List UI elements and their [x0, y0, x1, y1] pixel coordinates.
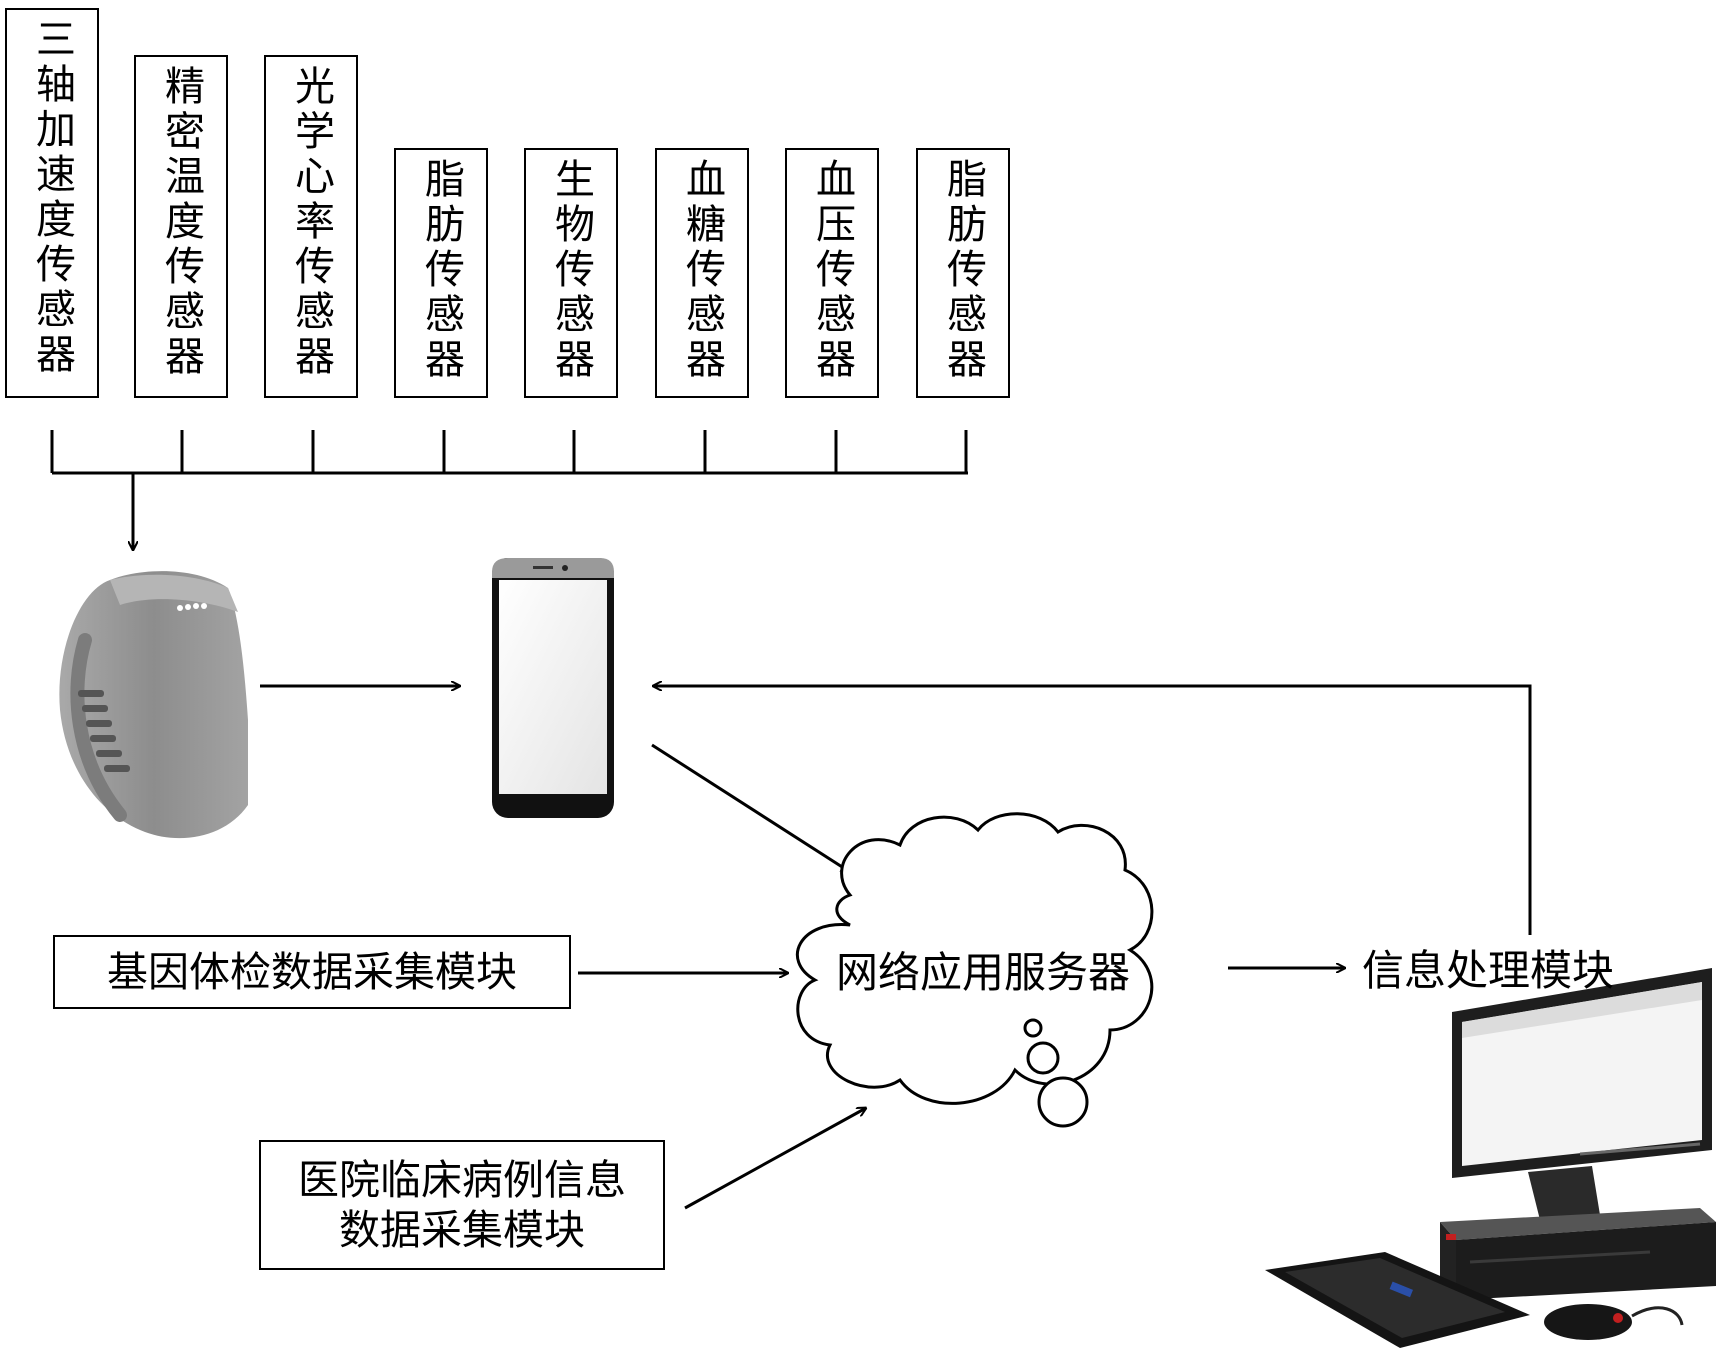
info-processing-label: 信息处理模块 — [1362, 946, 1615, 995]
sensor-3axis-accelerometer: 三轴加速度传感器 — [5, 8, 99, 398]
arrow-phone-to-server — [651, 743, 850, 872]
hospital-module-line2: 数据采集模块 — [339, 1206, 585, 1254]
hospital-data-module: 医院临床病例信息 数据采集模块 — [259, 1140, 665, 1270]
sensor-label: 脂肪传感器 — [418, 158, 464, 383]
sensor-blood-pressure: 血压传感器 — [785, 148, 879, 398]
gene-data-module: 基因体检数据采集模块 — [53, 935, 571, 1009]
hospital-module-line1: 医院临床病例信息 — [298, 1155, 626, 1204]
smartphone-icon — [492, 558, 614, 818]
sensor-blood-glucose: 血糖传感器 — [655, 148, 749, 398]
sensor-fat-1: 脂肪传感器 — [394, 148, 488, 398]
sensor-label: 脂肪传感器 — [940, 158, 986, 383]
sensor-label: 血压传感器 — [809, 158, 855, 383]
desktop-computer-icon — [1265, 968, 1716, 1348]
sensor-label: 三轴加速度传感器 — [29, 18, 75, 378]
sensor-bus — [50, 430, 968, 475]
sensor-label: 血糖传感器 — [679, 158, 725, 383]
sensor-label: 光学心率传感器 — [288, 65, 334, 380]
sensor-label: 生物传感器 — [548, 158, 594, 383]
wristband-icon — [59, 571, 248, 839]
sensor-optical-heart-rate: 光学心率传感器 — [264, 55, 358, 398]
sensor-precision-temperature: 精密温度传感器 — [134, 55, 228, 398]
arrow-info-to-phone — [653, 686, 1532, 935]
sensor-fat-2: 脂肪传感器 — [916, 148, 1010, 398]
gene-module-label: 基因体检数据采集模块 — [107, 947, 517, 996]
cloud-icon — [795, 812, 1154, 1128]
arrow-hospital-to-server — [684, 1108, 866, 1210]
sensor-label: 精密温度传感器 — [158, 65, 204, 380]
sensor-bio: 生物传感器 — [524, 148, 618, 398]
server-label: 网络应用服务器 — [836, 948, 1131, 997]
